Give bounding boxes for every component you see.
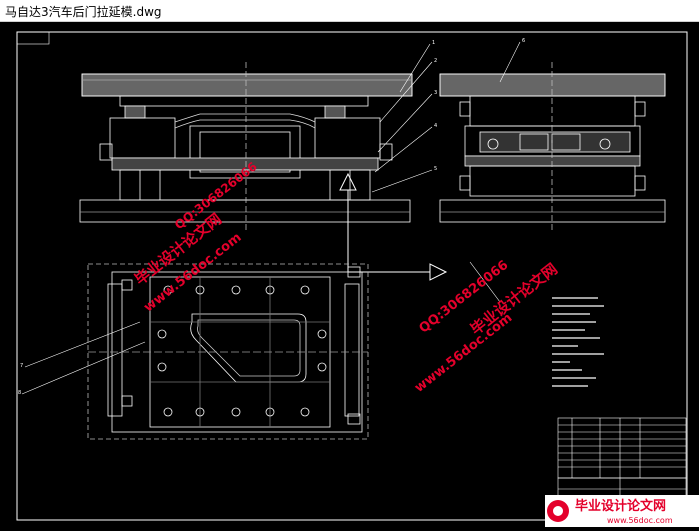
- svg-text:8: 8: [18, 390, 21, 396]
- watermark-banner-graphic: 毕业设计论文网 www.56doc.com: [547, 498, 673, 525]
- svg-text:3: 3: [434, 90, 437, 96]
- svg-text:1: 1: [432, 40, 435, 46]
- window-title: 马自达3汽车后门拉延模.dwg: [5, 5, 162, 19]
- watermark-brand-right: 毕业设计论文网: [467, 260, 561, 339]
- title-block: [557, 417, 687, 501]
- cad-drawing: 1 2 3 4 5 6 7 8: [16, 31, 688, 521]
- leader-lines: [21, 41, 521, 395]
- svg-text:5: 5: [434, 166, 437, 172]
- front-view: [79, 62, 413, 232]
- svg-text:7: 7: [20, 363, 23, 369]
- watermark-group-right: QQ:306826066 www.56doc.com 毕业设计论文网: [412, 258, 561, 396]
- watermark-banner-url: www.56doc.com: [607, 516, 673, 525]
- watermark-banner-text: 毕业设计论文网: [575, 498, 666, 514]
- window-titlebar: 马自达3汽车后门拉延模.dwg: [0, 0, 699, 22]
- technical-notes: [552, 297, 604, 387]
- watermark-group-left: 毕业设计论文网 www.56doc.com QQ:306826066: [131, 159, 259, 315]
- frame-corner-box: [16, 31, 50, 45]
- direction-arrow-up: [339, 172, 357, 250]
- drawing-frame: [16, 31, 688, 521]
- cad-drawing-canvas[interactable]: 1 2 3 4 5 6 7 8: [0, 22, 699, 527]
- side-view: [439, 62, 666, 232]
- svg-text:2: 2: [434, 58, 437, 64]
- watermark-banner: 毕业设计论文网 www.56doc.com: [545, 495, 699, 527]
- svg-text:4: 4: [434, 123, 437, 129]
- direction-arrow-right: [347, 250, 448, 281]
- svg-text:6: 6: [522, 38, 525, 44]
- callout-numbers: 1 2 3 4 5 6 7 8: [18, 38, 525, 396]
- plan-view: [87, 263, 369, 440]
